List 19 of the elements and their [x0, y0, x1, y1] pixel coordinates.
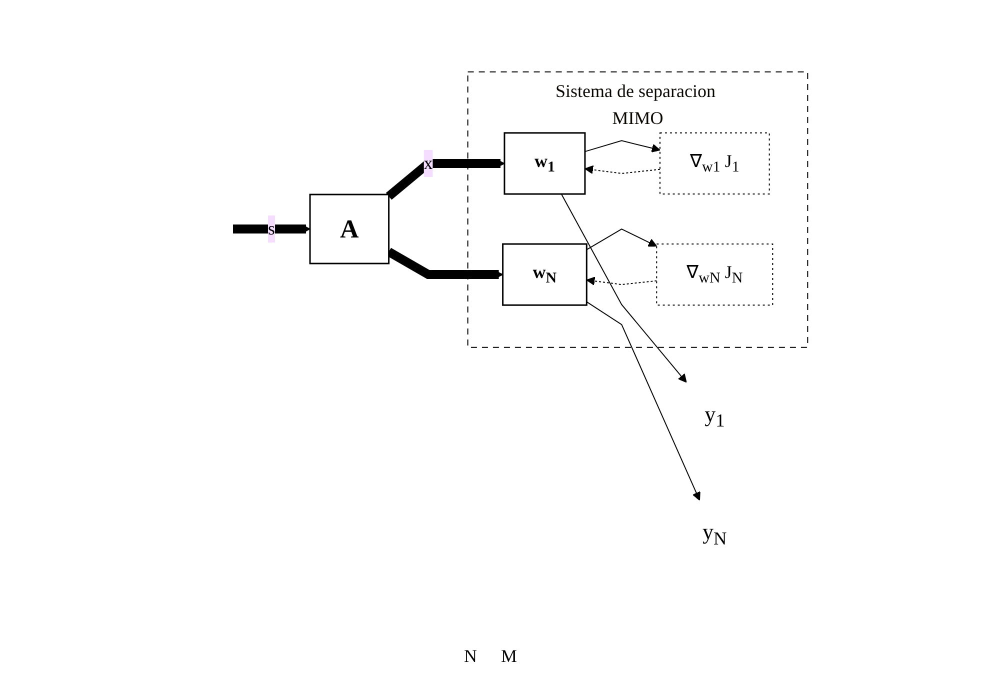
arrow: [386, 158, 506, 200]
node-text: y$_{N}$: [702, 519, 727, 549]
arrow: [586, 228, 658, 250]
arrow: [584, 140, 661, 152]
edge-label: s: [268, 218, 276, 239]
arrow: [586, 276, 658, 286]
node-text: y$_{1}$: [704, 401, 725, 431]
node-box: ∇$_{w1}$ J$_{1}$: [660, 132, 770, 194]
edge-label: x: [424, 152, 433, 173]
arrow: [584, 165, 661, 174]
arrow: [233, 224, 311, 234]
node-box: w$_{1}$: [504, 132, 586, 195]
node-box: A: [309, 194, 390, 264]
arrow: [586, 301, 701, 501]
bus-width-label: N: [464, 646, 477, 667]
bus-width-label: M: [500, 646, 517, 667]
node-box: w$_{N}$: [502, 243, 588, 306]
arrow: [561, 194, 687, 383]
node-box: ∇$_{wN}$ J$_{N}$: [656, 244, 774, 306]
